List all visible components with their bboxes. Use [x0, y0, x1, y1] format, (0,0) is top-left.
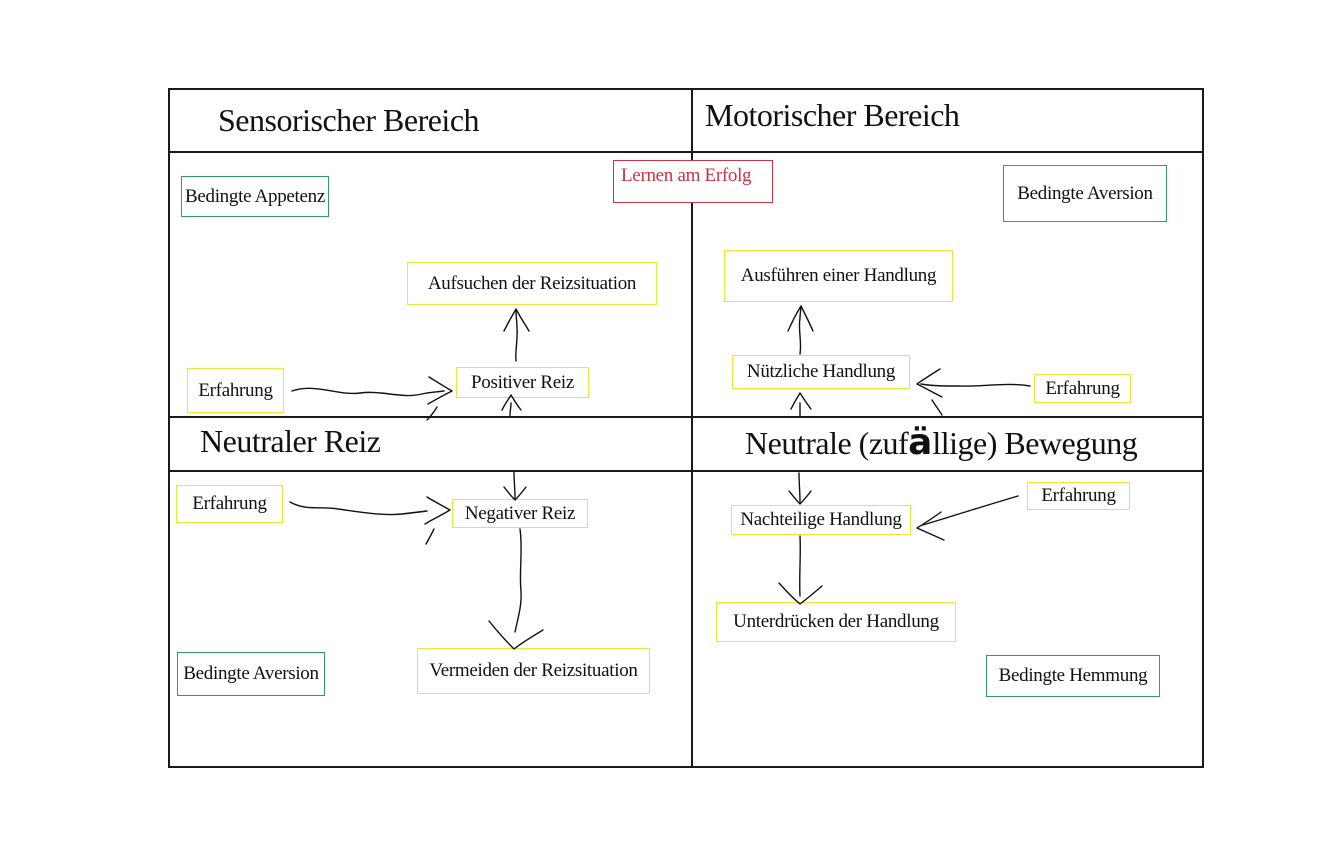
vertical-divider [691, 88, 693, 768]
box-nachteilige-handlung: Nachteilige Handlung [731, 505, 911, 535]
box-bedingte-aversion-top-right: Bedingte Aversion [1003, 165, 1167, 222]
header-sensorischer-bereich: Sensorischer Bereich [218, 102, 480, 138]
table-outer-border [168, 88, 1204, 768]
box-vermeiden-der-reizsituation: Vermeiden der Reizsituation [417, 648, 650, 694]
box-positiver-reiz: Positiver Reiz [456, 367, 589, 398]
header-neutrale-bewegung-suffix: llige) Bewegung [932, 425, 1138, 461]
header-row-divider [168, 151, 1204, 153]
box-lernen-am-erfolg: Lernen am Erfolg [613, 160, 773, 203]
box-nuetzliche-handlung: Nützliche Handlung [732, 355, 910, 389]
box-erfahrung-bottom-right: Erfahrung [1027, 482, 1130, 510]
middle-band-top-divider [168, 416, 1204, 418]
middle-band-bottom-divider [168, 470, 1204, 472]
box-aufsuchen-der-reizsituation: Aufsuchen der Reizsituation [407, 262, 657, 305]
header-neutrale-bewegung-prefix: Neutrale (zuf [745, 425, 909, 461]
box-erfahrung-bottom-left: Erfahrung [176, 485, 283, 523]
header-motorischer-bereich: Motorischer Bereich [705, 97, 960, 133]
box-bedingte-aversion-bottom-left: Bedingte Aversion [177, 652, 325, 696]
header-neutraler-reiz: Neutraler Reiz [200, 423, 381, 459]
box-unterdruecken-der-handlung: Unterdrücken der Handlung [716, 602, 956, 642]
box-negativer-reiz: Negativer Reiz [452, 499, 588, 528]
box-bedingte-hemmung: Bedingte Hemmung [986, 655, 1160, 697]
box-bedingte-appetenz: Bedingte Appetenz [181, 176, 329, 217]
header-neutrale-bewegung-umlaut: ä [908, 422, 933, 463]
header-neutrale-bewegung: Neutrale (zufällige) Bewegung [745, 422, 1138, 463]
box-erfahrung-top-right: Erfahrung [1034, 374, 1131, 403]
box-ausfuehren-einer-handlung: Ausführen einer Handlung [724, 250, 953, 302]
box-erfahrung-top-left: Erfahrung [187, 368, 284, 413]
